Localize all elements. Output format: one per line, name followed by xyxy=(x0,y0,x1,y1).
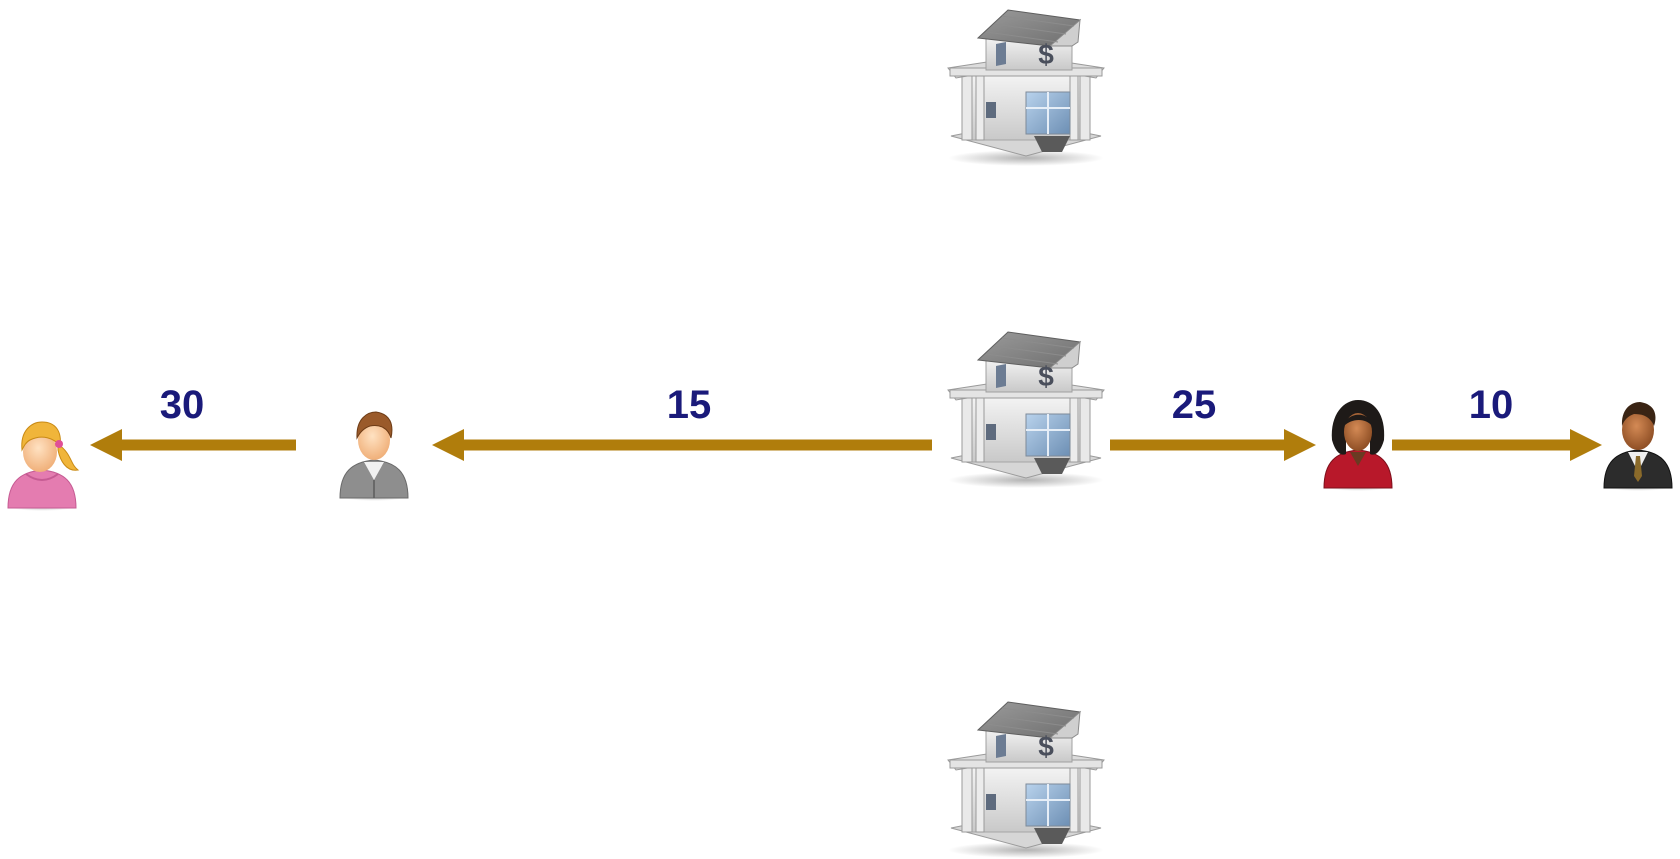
woman-user-icon xyxy=(1323,399,1393,492)
bank-icon xyxy=(947,9,1105,167)
bank-icon xyxy=(947,701,1105,859)
edge-label: 15 xyxy=(667,383,712,427)
bank-icon xyxy=(947,331,1105,489)
edge-label: 30 xyxy=(160,383,205,427)
arrow-head xyxy=(90,429,122,461)
arrow-head xyxy=(1284,429,1316,461)
man-user-icon xyxy=(339,411,409,502)
girl-user-icon xyxy=(7,421,79,512)
arrow-head xyxy=(432,429,464,461)
edge-label: 25 xyxy=(1172,383,1217,427)
edge-label: 10 xyxy=(1469,383,1514,427)
arrow-head xyxy=(1570,429,1602,461)
businessman-user-icon xyxy=(1603,401,1673,492)
